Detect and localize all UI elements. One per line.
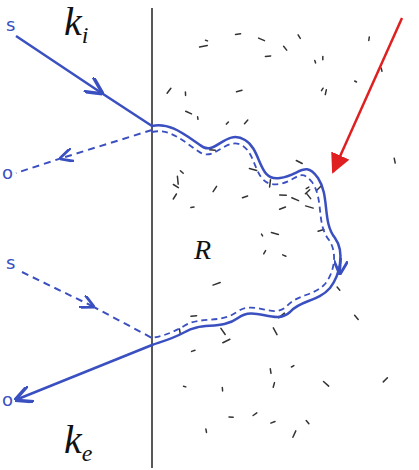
scatterer bbox=[222, 388, 224, 391]
scatterer bbox=[200, 46, 208, 48]
scatterer bbox=[307, 193, 311, 198]
scatterer bbox=[283, 255, 286, 256]
scatterer bbox=[293, 431, 296, 437]
scatterer bbox=[368, 37, 370, 41]
scatterer bbox=[306, 206, 314, 208]
scatterer bbox=[292, 198, 299, 201]
scatterer bbox=[226, 122, 228, 124]
scatterer bbox=[206, 40, 208, 42]
scatterer bbox=[221, 328, 225, 334]
scatterer bbox=[273, 328, 277, 335]
scatterer bbox=[298, 35, 300, 39]
scatterer bbox=[167, 88, 171, 93]
scatterer bbox=[265, 55, 270, 57]
scatterer bbox=[180, 171, 183, 174]
source-mark: s bbox=[6, 254, 15, 272]
region-label: R bbox=[194, 236, 211, 264]
scatterer bbox=[280, 207, 286, 209]
scatterer bbox=[383, 378, 387, 382]
reversed-incident-ray bbox=[92, 306, 152, 338]
scatterer bbox=[197, 117, 199, 120]
scatterer bbox=[259, 38, 265, 41]
scatterer bbox=[280, 194, 287, 196]
path-direction-arrow bbox=[340, 258, 341, 272]
incident-wavevector: ki bbox=[64, 2, 88, 47]
scatterer bbox=[306, 421, 309, 424]
scatterer bbox=[213, 283, 220, 286]
scatterer bbox=[177, 176, 179, 184]
observer-mark: o bbox=[2, 391, 13, 409]
scatterer bbox=[355, 81, 357, 82]
reversed-incident-ray bbox=[22, 272, 92, 306]
scatterer bbox=[271, 233, 278, 235]
pointer-arrow bbox=[333, 18, 402, 172]
exit-ray bbox=[18, 345, 152, 399]
scatterer bbox=[394, 158, 395, 163]
source-mark: s bbox=[6, 16, 15, 34]
scatterer bbox=[186, 111, 192, 114]
scatterer bbox=[322, 88, 324, 91]
scatterer bbox=[213, 186, 217, 191]
scatterer bbox=[314, 60, 316, 63]
scatterer bbox=[245, 120, 248, 124]
scatterer bbox=[173, 185, 178, 188]
scatterer bbox=[243, 196, 248, 198]
scatterer bbox=[262, 234, 263, 236]
exit-wavevector: ke bbox=[64, 420, 92, 465]
scatterer bbox=[273, 383, 274, 388]
scatterer bbox=[264, 251, 266, 254]
scatterer bbox=[322, 56, 324, 59]
scatterer bbox=[296, 161, 302, 164]
reversed-exit-ray bbox=[16, 158, 62, 173]
scatterer bbox=[249, 169, 256, 171]
interface-line bbox=[151, 8, 153, 468]
incident-ray bbox=[100, 92, 152, 126]
scatterer bbox=[337, 287, 340, 290]
scatterer bbox=[191, 315, 197, 317]
scatterer bbox=[229, 416, 233, 418]
scatterer bbox=[324, 382, 329, 387]
scatterer bbox=[205, 429, 207, 432]
scatterer bbox=[185, 92, 187, 96]
scatterer bbox=[291, 366, 294, 367]
scatterer bbox=[269, 180, 271, 187]
scatterer bbox=[184, 385, 186, 387]
scatterer bbox=[305, 190, 309, 194]
scatterer bbox=[192, 350, 195, 351]
scatterer bbox=[236, 33, 241, 35]
scatterer bbox=[270, 369, 272, 374]
scatterers bbox=[167, 34, 395, 437]
reversed-exit-ray bbox=[62, 130, 152, 158]
scatterer bbox=[306, 187, 309, 189]
scatterer bbox=[223, 339, 230, 342]
observer-mark: o bbox=[2, 164, 13, 182]
scatterer bbox=[325, 90, 326, 95]
scatterer bbox=[271, 422, 275, 424]
scatterer bbox=[191, 206, 194, 208]
scatterer bbox=[284, 46, 287, 50]
scattering-path bbox=[152, 125, 340, 345]
scatterer bbox=[355, 315, 359, 319]
scatterer bbox=[253, 413, 257, 416]
scatterer bbox=[237, 90, 243, 91]
reversed-scattering-path bbox=[152, 131, 334, 338]
scatterer bbox=[173, 194, 176, 199]
